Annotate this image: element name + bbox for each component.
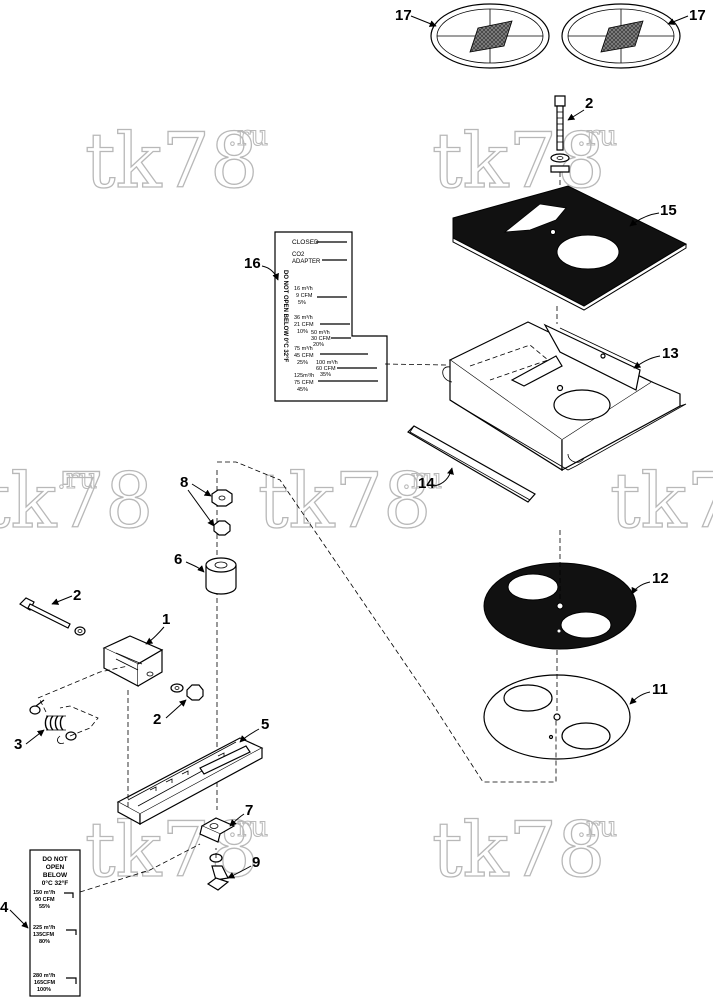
callout-5: 5 xyxy=(261,716,269,733)
part-13-bracket-tray xyxy=(442,321,687,472)
decal16-closed: CLOSED xyxy=(292,239,319,246)
decal4-row2-cfm: 135CFM xyxy=(33,932,55,938)
decal16-row4-flow: 75 m³/h xyxy=(294,346,313,352)
decal16-row6-pct: 45% xyxy=(297,387,308,393)
decal16-row4-cfm: 45 CFM xyxy=(294,353,314,359)
callout-12: 12 xyxy=(652,570,669,587)
part-2-left-bolt xyxy=(19,597,86,636)
decal16-row2-flow: 36 m³/h xyxy=(294,315,313,321)
decal16-row2-pct: 10% xyxy=(297,329,308,335)
part-4-decal: DO NOT OPEN BELOW 0°C 32°F 150 m³/h 90 C… xyxy=(29,843,201,997)
callout-17-right: 17 xyxy=(689,7,706,24)
decal4-row3-flow: 280 m³/h xyxy=(33,972,56,979)
decal16-row2-cfm: 21 CFM xyxy=(294,322,314,328)
callout-4: 4 xyxy=(0,899,9,916)
part-2-lower-hardware xyxy=(170,683,204,701)
callout-3: 3 xyxy=(14,736,22,753)
decal16-row1-pct: 5% xyxy=(298,300,306,306)
decal4-line1: DO NOT xyxy=(42,856,67,863)
part-17-screen-gaskets xyxy=(430,3,681,69)
watermark-suffix: .ru xyxy=(577,119,617,152)
decal16-row5-pct: 35% xyxy=(320,372,331,378)
decal4-line2: OPEN xyxy=(46,864,65,871)
callout-2-left: 2 xyxy=(73,587,81,604)
decal4-row1-cfm: 90 CFM xyxy=(35,897,55,903)
decal16-row6-cfm: 75 CFM xyxy=(294,380,314,386)
part-8-nuts xyxy=(211,489,233,536)
callout-15: 15 xyxy=(660,202,677,219)
decal4-line4: 0°C 32°F xyxy=(42,879,69,887)
part-16-decal: CLOSED CO2 ADAPTER 16 m³/h 9 CFM 5% 36 m… xyxy=(274,231,447,402)
watermark-text: tk78 xyxy=(258,456,431,545)
decal16-warning-vertical: DO NOT OPEN BELOW 0°C 32°F xyxy=(282,270,288,362)
callout-9: 9 xyxy=(252,854,260,871)
part-11-white-disc xyxy=(483,650,631,760)
part-12-black-disc xyxy=(483,530,637,650)
callout-6: 6 xyxy=(174,551,182,568)
decal4-row2-pct: 80% xyxy=(39,939,50,945)
watermarks: tk78 .ru tk78 .ru tk78 .ru tk78 .ru tk78… xyxy=(0,115,713,894)
part-14-seal-strip xyxy=(407,425,536,503)
callout-2-top: 2 xyxy=(585,95,593,112)
callout-8: 8 xyxy=(180,474,188,491)
part-6-spacer xyxy=(205,557,237,595)
part-1-clamp-block xyxy=(102,635,164,687)
decal4-row2-flow: 225 m³/h xyxy=(33,924,56,931)
decal16-row3-flow: 50 m³/h xyxy=(311,330,330,336)
screen-gasket-right xyxy=(561,3,681,69)
decal16-row6-flow: 125m³/h xyxy=(294,373,314,379)
callout-17-left: 17 xyxy=(395,7,412,24)
decal4-line3: BELOW xyxy=(43,872,68,879)
decal16-row4-pct: 25% xyxy=(297,360,308,366)
assembly-leader-dashed xyxy=(217,461,557,783)
watermark-suffix: .ru xyxy=(228,119,268,152)
part-7-latch xyxy=(199,817,236,843)
watermark-text: tk78 xyxy=(610,456,713,545)
part-3-spring-assembly xyxy=(29,665,129,744)
decal16-row5-flow: 100 m³/h xyxy=(316,360,338,366)
decal4-row3-cfm: 165CFM xyxy=(34,980,56,986)
part-9-thumb-screw xyxy=(206,848,230,891)
decal16-row1-flow: 16 m³/h xyxy=(294,286,313,292)
decal4-row1-flow: 150 m³/h xyxy=(33,889,56,896)
watermark-suffix: .ru xyxy=(402,462,442,495)
callout-2-lower: 2 xyxy=(153,711,161,728)
screen-gasket-left xyxy=(430,3,550,69)
decal4-row3-pct: 100% xyxy=(37,987,51,993)
watermark-text: tk78 xyxy=(0,456,153,545)
watermark-suffix: .ru xyxy=(57,462,97,495)
decal16-row3-pct: 20% xyxy=(313,342,324,348)
decal16-row3-cfm: 30 CFM xyxy=(311,336,331,342)
decal16-adapter: ADAPTER xyxy=(292,259,321,265)
part-2-top-bolt xyxy=(550,95,570,232)
callout-13: 13 xyxy=(662,345,679,362)
callouts: 17 17 2 15 16 13 14 8 6 12 2 1 11 2 5 3 xyxy=(0,7,706,929)
decal4-row1-pct: 55% xyxy=(39,904,50,910)
callout-14: 14 xyxy=(418,475,435,492)
watermark-suffix: .ru xyxy=(228,810,268,843)
part-15-gasket-plate xyxy=(452,185,688,324)
decal16-co2: CO2 xyxy=(292,252,305,258)
watermark-suffix: .ru xyxy=(577,810,617,843)
watermark-text: tk78 xyxy=(432,805,605,894)
watermark-text: tk78 xyxy=(85,116,258,205)
callout-7: 7 xyxy=(245,802,253,819)
callout-1: 1 xyxy=(162,611,170,628)
decal16-row5-cfm: 60 CFM xyxy=(316,366,336,372)
part-5-long-bracket xyxy=(116,690,264,826)
callout-11: 11 xyxy=(652,681,668,698)
decal16-row1-cfm: 9 CFM xyxy=(296,293,313,299)
callout-16: 16 xyxy=(244,255,261,272)
